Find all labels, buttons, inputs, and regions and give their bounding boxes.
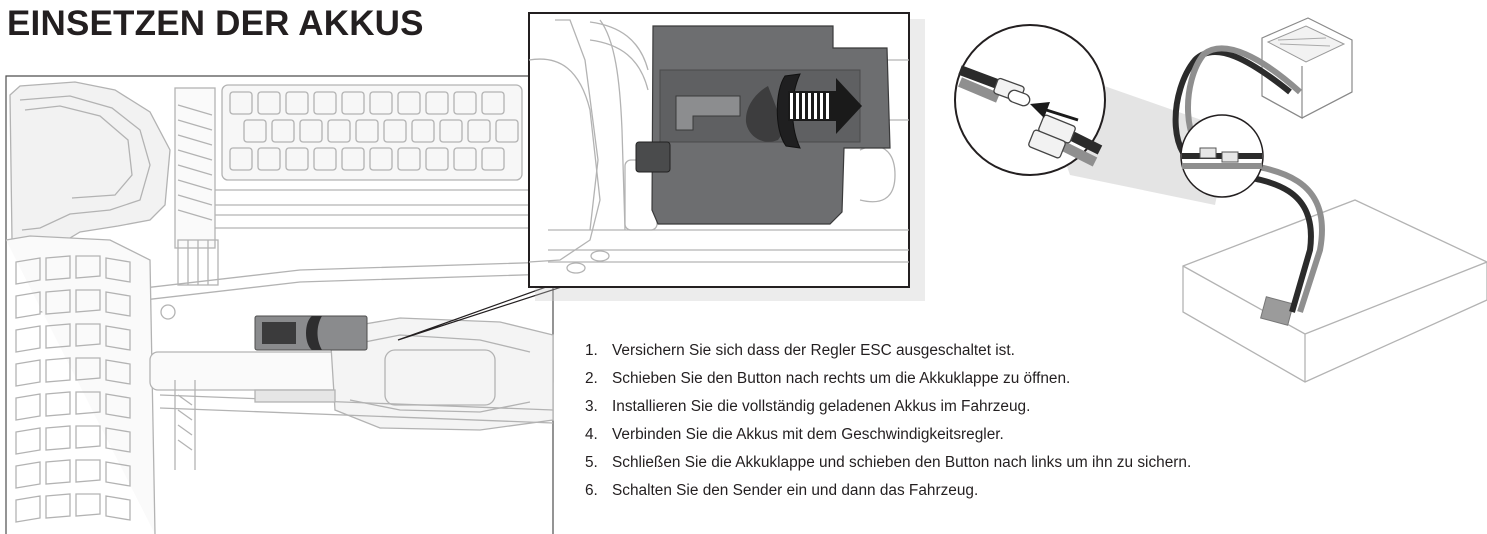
step-text: Schieben Sie den Button nach rechts um d… [612,369,1071,387]
slide-right-arrow-icon [788,78,862,134]
step-text: Schalten Sie den Sender ein und dann das… [612,481,979,499]
step-text: Installieren Sie die vollständig geladen… [612,397,1031,415]
step-number: 4. [585,425,598,443]
page-heading: EINSETZEN DER AKKUS [7,4,424,43]
step-number: 5. [585,453,598,471]
instruction-step: 3. Installieren Sie die vollständig gelad… [585,393,1191,421]
step-number: 6. [585,481,598,499]
instruction-step: 4. Verbinden Sie die Akkus mit dem Geschw… [585,421,1191,449]
chassis-battery-door [254,315,368,351]
instruction-steps-list: 1. Versichern Sie sich dass der Regler ES… [585,337,1191,504]
step-text: Verbinden Sie die Akkus mit dem Geschwin… [612,425,1004,443]
instruction-step: 2. Schieben Sie den Button nach rechts um… [585,365,1191,393]
battery-door-detail-illustration [528,12,925,301]
step-text: Versichern Sie sich dass der Regler ESC … [612,342,1015,359]
connector-plug-arrow-icon [1030,102,1079,122]
instruction-step: 5. Schließen Sie die Akkuklappe und schie… [585,449,1191,477]
instruction-step: 1. Versichern Sie sich dass der Regler ES… [585,337,1191,365]
step-number: 1. [585,342,598,359]
step-text: Schließen Sie die Akkuklappe und schiebe… [612,453,1192,471]
truck-chassis-illustration [5,75,554,534]
step-number: 2. [585,369,598,387]
instruction-step: 6. Schalten Sie den Sender ein und dann d… [585,477,1191,505]
step-number: 3. [585,397,598,415]
esc-battery-connection-illustration [954,17,1487,383]
